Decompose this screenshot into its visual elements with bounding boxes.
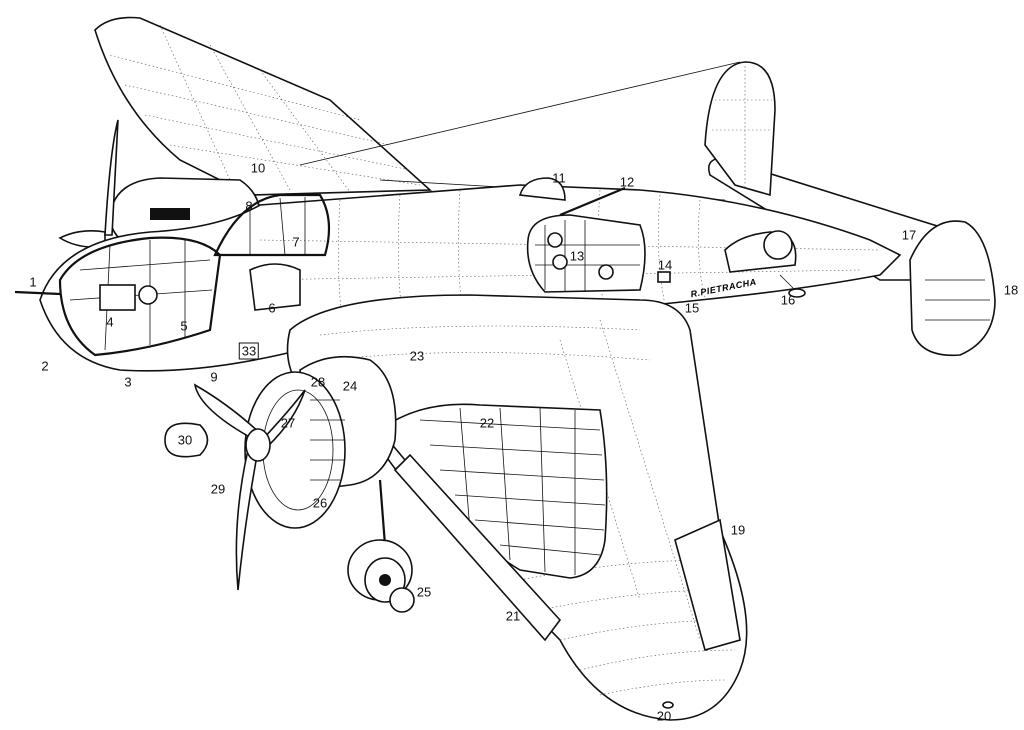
- callout-18: 18: [1003, 282, 1019, 298]
- cockpit-canopy: [213, 193, 331, 257]
- callout-24: 24: [342, 378, 358, 394]
- callout-22: 22: [479, 415, 495, 431]
- callout-5: 5: [180, 318, 188, 334]
- callout-23: 23: [409, 348, 425, 364]
- callout-16: 16: [780, 292, 796, 308]
- callout-12: 12: [619, 174, 635, 190]
- callout-14: 14: [657, 257, 673, 273]
- callout-6: 6: [268, 300, 276, 316]
- near-propeller: [193, 383, 306, 591]
- upper-fin: [704, 61, 776, 197]
- far-wing-ribs: [109, 24, 421, 193]
- callout-33: 33: [238, 342, 260, 360]
- main-wheel: [347, 539, 415, 613]
- nose-glazing: [58, 236, 222, 357]
- fuselage: [39, 184, 902, 372]
- lower-fin: [909, 220, 996, 357]
- callout-20: 20: [656, 708, 672, 724]
- callout-4: 4: [106, 314, 114, 330]
- callout-10: 10: [250, 160, 266, 176]
- callout-25: 25: [416, 584, 432, 600]
- callout-8: 8: [245, 198, 253, 214]
- callout-28: 28: [310, 374, 326, 390]
- callout-27: 27: [280, 415, 296, 431]
- callout-17: 17: [901, 227, 917, 243]
- dorsal-turret: [518, 177, 566, 201]
- callout-26: 26: [312, 495, 328, 511]
- callout-15: 15: [684, 300, 700, 316]
- callout-7: 7: [292, 234, 300, 250]
- callout-29: 29: [210, 481, 226, 497]
- callout-3: 3: [124, 374, 132, 390]
- callout-19: 19: [730, 522, 746, 538]
- callout-9: 9: [210, 369, 218, 385]
- callout-21: 21: [505, 608, 521, 624]
- wing-spars: [419, 407, 606, 575]
- callout-30: 30: [177, 432, 193, 448]
- spinner-detail: [164, 422, 209, 458]
- far-propeller: [58, 230, 106, 248]
- callout-2: 2: [41, 358, 49, 374]
- callout-1: 1: [29, 274, 37, 290]
- far-wing: [94, 16, 433, 196]
- callout-11: 11: [552, 170, 566, 186]
- callout-13: 13: [569, 248, 585, 264]
- near-engine-cowling: [244, 371, 346, 529]
